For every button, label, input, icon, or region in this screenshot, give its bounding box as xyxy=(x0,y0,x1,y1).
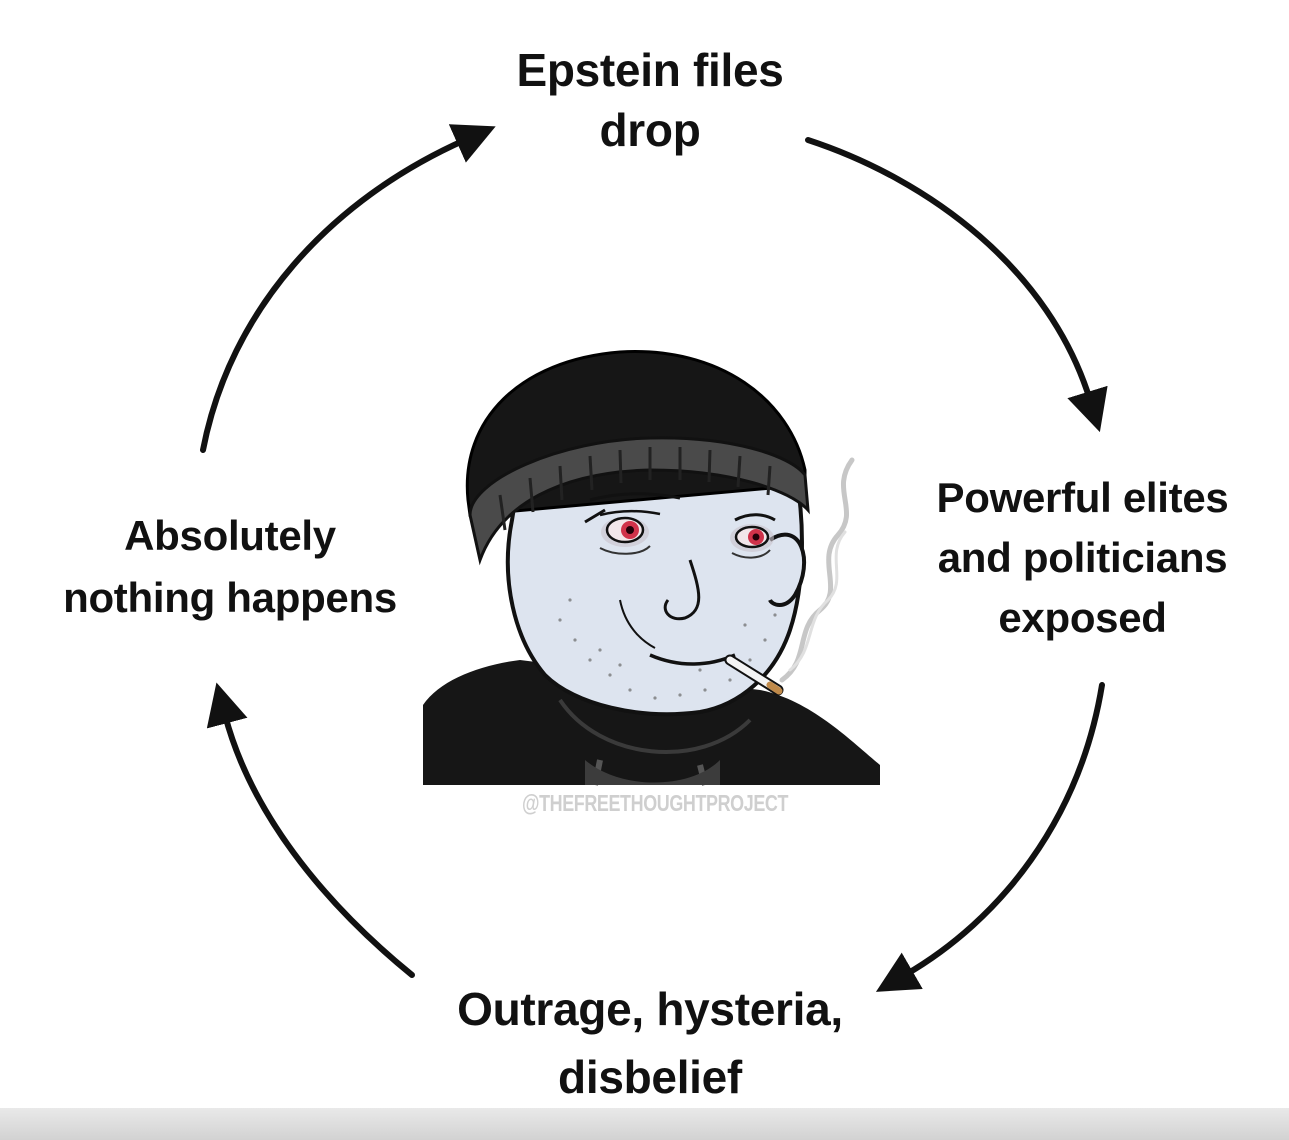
arrow-exposed-to-outrage xyxy=(875,682,1105,992)
beanie-band xyxy=(468,436,810,566)
step-line: Epstein files xyxy=(516,44,784,96)
arrow-outrage-to-nothing xyxy=(206,682,415,978)
bottom-bar xyxy=(0,1108,1289,1140)
arrow-nothing-to-drop xyxy=(200,124,496,453)
right-eye xyxy=(730,524,774,559)
watermark: @THEFREETHOUGHTPROJECT xyxy=(521,790,789,816)
step-elites-exposed: Powerful elites and politicians exposed xyxy=(885,468,1280,648)
left-eye xyxy=(599,516,651,555)
step-line: nothing happens xyxy=(63,574,397,621)
step-line: and politicians xyxy=(937,534,1228,581)
doomer-illustration xyxy=(423,350,880,786)
smoke xyxy=(779,457,855,683)
step-line: Powerful elites xyxy=(936,474,1229,521)
step-line: exposed xyxy=(998,594,1167,641)
step-line: disbelief xyxy=(558,1051,742,1103)
step-nothing-happens: Absolutely nothing happens xyxy=(20,505,440,629)
step-line: drop xyxy=(599,104,701,156)
step-epstein-files-drop: Epstein files drop xyxy=(450,40,850,160)
step-line: Outrage, hysteria, xyxy=(457,983,843,1035)
arrow-drop-to-exposed xyxy=(805,137,1108,433)
step-outrage: Outrage, hysteria, disbelief xyxy=(400,975,900,1111)
hoodie xyxy=(423,660,880,785)
cigarette xyxy=(724,654,784,696)
step-line: Absolutely xyxy=(124,512,336,559)
